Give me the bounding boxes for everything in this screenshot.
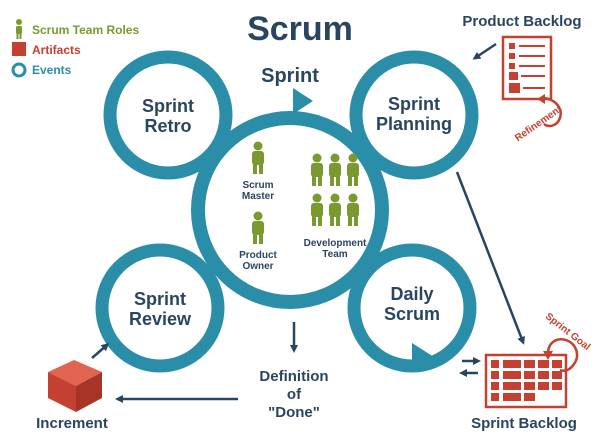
- team-member-icon: [329, 153, 341, 186]
- scrum-master-label-line2: Master: [242, 191, 274, 202]
- daily-scrum-label-line2: Scrum: [384, 304, 440, 324]
- product-owner-label-line1: Product: [239, 250, 277, 261]
- sprint-goal-loop-arrow: [546, 338, 579, 372]
- team-member-icon: [347, 193, 359, 226]
- dod-label-line3: "Done": [268, 404, 320, 421]
- increment-label: Increment: [36, 415, 108, 432]
- sprint-goal-arrowhead: [543, 351, 553, 360]
- legend-artifacts-label: Artifacts: [32, 43, 81, 57]
- backlog-to-planning-arrow: [472, 42, 497, 60]
- refinement-arrowhead: [537, 94, 545, 104]
- scrum-master-icon: [252, 141, 264, 174]
- sprint-planning-label-line2: Planning: [376, 114, 452, 134]
- sprint-cycle-ring: [191, 111, 389, 309]
- increment-cube-icon: [48, 360, 102, 412]
- product-owner-label-line2: Owner: [242, 261, 273, 272]
- sprint-planning-label-line1: Sprint: [388, 94, 440, 114]
- sprint-arrowhead: [293, 88, 313, 114]
- sprint-planning-ring: [349, 50, 479, 180]
- development-team-icon: [311, 153, 359, 226]
- dod-label-line2: of: [287, 386, 302, 403]
- sprint-retro-label-line2: Retro: [144, 116, 191, 136]
- scrum-master-label-line1: Scrum: [242, 180, 273, 191]
- sprint-retro-ring: [103, 50, 233, 180]
- sprint-backlog-icon: [484, 353, 568, 409]
- legend-roles-label: Scrum Team Roles: [32, 23, 139, 37]
- page-title: Scrum: [247, 10, 353, 48]
- sprint-backlog-label: Sprint Backlog: [471, 415, 577, 432]
- sprint-review-ring: [95, 243, 225, 373]
- team-member-icon: [347, 153, 359, 186]
- increment-to-review-arrow: [91, 343, 110, 359]
- product-backlog-label: Product Backlog: [462, 13, 581, 30]
- product-backlog-icon: [501, 35, 553, 101]
- legend: Scrum Team Roles Artifacts Events: [11, 19, 139, 78]
- event-circle-icon: [11, 62, 27, 78]
- dod-label-line1: Definition: [259, 368, 328, 385]
- team-member-icon: [311, 153, 323, 186]
- refinement-loop-arrow: [540, 96, 562, 128]
- sprint-review-label-line2: Review: [129, 309, 192, 329]
- development-team-label-line1: Development: [304, 238, 367, 249]
- person-icon: [16, 19, 22, 39]
- sprint-review-label-line1: Sprint: [134, 289, 186, 309]
- sprint-retro-label-line1: Sprint: [142, 96, 194, 116]
- legend-events-label: Events: [32, 63, 72, 77]
- development-team-label-line2: Team: [322, 249, 347, 260]
- product-owner-icon: [252, 211, 264, 244]
- planning-to-sprint-backlog-arrow: [455, 171, 525, 345]
- artifact-square-icon: [12, 42, 26, 56]
- daily-scrum-arrowhead: [412, 343, 434, 371]
- team-member-icon: [329, 193, 341, 226]
- team-member-icon: [311, 193, 323, 226]
- daily-scrum-label-line1: Daily: [390, 284, 433, 304]
- sprint-label: Sprint: [261, 65, 319, 87]
